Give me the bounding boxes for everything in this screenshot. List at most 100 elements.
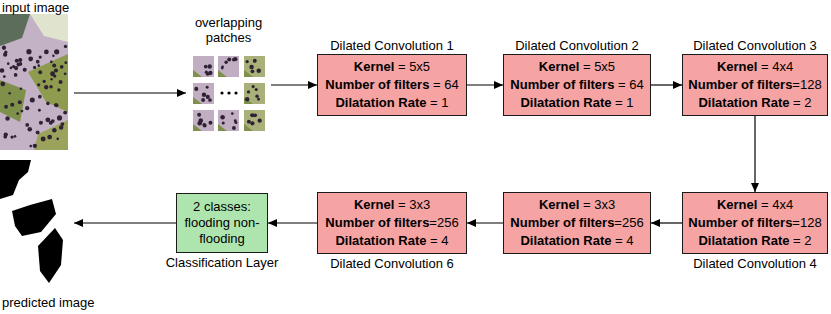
- text-stack: Kernel = 4x4Number of filters=128Dilatat…: [688, 196, 821, 250]
- photo-speck: [46, 102, 50, 106]
- layer-parameter: Dilatation Rate = 1: [510, 94, 643, 112]
- parameter-name: Dilatation Rate: [698, 233, 793, 248]
- parameter-value: = 5x5: [583, 59, 615, 74]
- photo-speck: [26, 49, 31, 54]
- photo-speck: [60, 65, 64, 69]
- flow-arrow: [754, 116, 755, 192]
- patch-ground: [218, 110, 239, 131]
- image-patch: [218, 110, 239, 131]
- layer-parameter: Kernel = 4x4: [688, 196, 821, 214]
- photo-speck: [37, 64, 40, 67]
- parameter-name: Dilatation Rate: [698, 95, 793, 110]
- layer-parameter: Number of filters = 64: [325, 76, 458, 94]
- layer-parameter: Dilatation Rate = 2: [688, 232, 821, 250]
- photo-speck: [57, 88, 60, 91]
- photo-speck: [56, 138, 59, 141]
- layer-parameter: Number of filters = 64: [510, 76, 643, 94]
- patch-grid-art: [193, 56, 265, 131]
- parameter-name: Dilatation Rate: [520, 233, 615, 248]
- patch-speck: [255, 88, 258, 91]
- photo-leaf: [0, 80, 26, 122]
- patch-speck: [204, 65, 208, 69]
- parameter-value: = 4x4: [761, 59, 793, 74]
- parameter-value: = 64: [618, 77, 644, 92]
- input-image: input image: [0, 14, 68, 150]
- photo-speck: [33, 144, 37, 148]
- parameter-value: =128: [792, 77, 821, 92]
- image-patch: [244, 110, 265, 131]
- patch-leaf: [244, 97, 253, 104]
- photo-speck: [38, 70, 42, 74]
- patch-speck: [251, 69, 255, 73]
- photo-speck: [3, 75, 6, 78]
- parameter-name: Kernel: [354, 59, 398, 74]
- parameter-value: = 3x3: [583, 197, 615, 212]
- flow-arrow: [271, 84, 317, 85]
- image-patch: [244, 56, 265, 77]
- patch-speck: [252, 85, 255, 88]
- parameter-name: Dilatation Rate: [335, 95, 430, 110]
- parameter-name: Dilatation Rate: [335, 233, 430, 248]
- layer-parameter: Number of filters=128: [688, 76, 821, 94]
- patch-speck: [253, 59, 256, 62]
- photo-speck: [36, 60, 40, 64]
- patch-speck: [197, 121, 202, 126]
- parameter-value: = 1: [430, 95, 448, 110]
- layer-title: Dilated Convolution 6: [330, 256, 454, 271]
- convolution-box: Kernel = 5x5Number of filters = 64Dilata…: [503, 54, 651, 116]
- image-patch: [244, 83, 265, 104]
- photo-speck: [20, 87, 23, 90]
- patch-speck: [203, 124, 207, 128]
- photo-speck: [44, 50, 49, 55]
- layer-parameter: Kernel = 5x5: [510, 58, 643, 76]
- parameter-name: Dilatation Rate: [520, 95, 615, 110]
- photo-speck: [61, 122, 65, 126]
- photo-speck: [54, 49, 59, 54]
- parameter-value: = 2: [793, 233, 811, 248]
- photo-speck: [7, 62, 10, 65]
- photo-speck: [33, 66, 36, 69]
- photo-speck: [52, 128, 56, 132]
- parameter-value: =256: [614, 215, 643, 230]
- photo-speck: [50, 78, 52, 80]
- photo-speck: [10, 67, 13, 70]
- parameter-name: Number of filters: [688, 77, 792, 92]
- patch-ground: [244, 83, 265, 104]
- patch-speck: [197, 113, 201, 117]
- predicted-mask: [0, 160, 68, 292]
- patch-speck: [232, 126, 236, 130]
- parameter-value: =128: [792, 215, 821, 230]
- layer-title: Dilated Convolution 1: [330, 38, 454, 53]
- parameter-name: Number of filters: [325, 215, 429, 230]
- parameter-value: = 64: [433, 77, 459, 92]
- layer-title: Classification Layer: [166, 255, 279, 270]
- photo-speck: [29, 58, 32, 61]
- photo-speck: [38, 95, 42, 99]
- photo-speck: [50, 60, 53, 63]
- patch-speck: [258, 119, 262, 123]
- mask-region: [12, 199, 56, 236]
- text-stack: Kernel = 4x4Number of filters=128Dilatat…: [688, 58, 821, 112]
- photo-speck: [36, 130, 40, 134]
- layer-title: Dilated Convolution 3: [693, 38, 817, 53]
- parameter-name: Kernel: [539, 59, 583, 74]
- photo-speck: [39, 121, 43, 125]
- patch-speck: [208, 121, 212, 125]
- photo-speck: [23, 68, 27, 72]
- flow-arrow: [467, 222, 503, 223]
- parameter-value: = 4: [615, 233, 633, 248]
- patch-ground: [193, 110, 214, 131]
- layer-parameter: Dilatation Rate = 4: [325, 232, 458, 250]
- patch-speck: [208, 71, 212, 75]
- photo-speck: [43, 80, 46, 83]
- parameter-value: = 2: [793, 95, 811, 110]
- patch-speck: [202, 123, 206, 127]
- photo-speck: [25, 106, 29, 110]
- photo-speck: [39, 55, 42, 58]
- photo-speck: [30, 98, 35, 103]
- patch-speck: [227, 58, 231, 62]
- photo-speck: [16, 112, 19, 115]
- photo-speck: [64, 61, 67, 64]
- photo-speck: [63, 111, 67, 115]
- patch-speck: [201, 98, 205, 102]
